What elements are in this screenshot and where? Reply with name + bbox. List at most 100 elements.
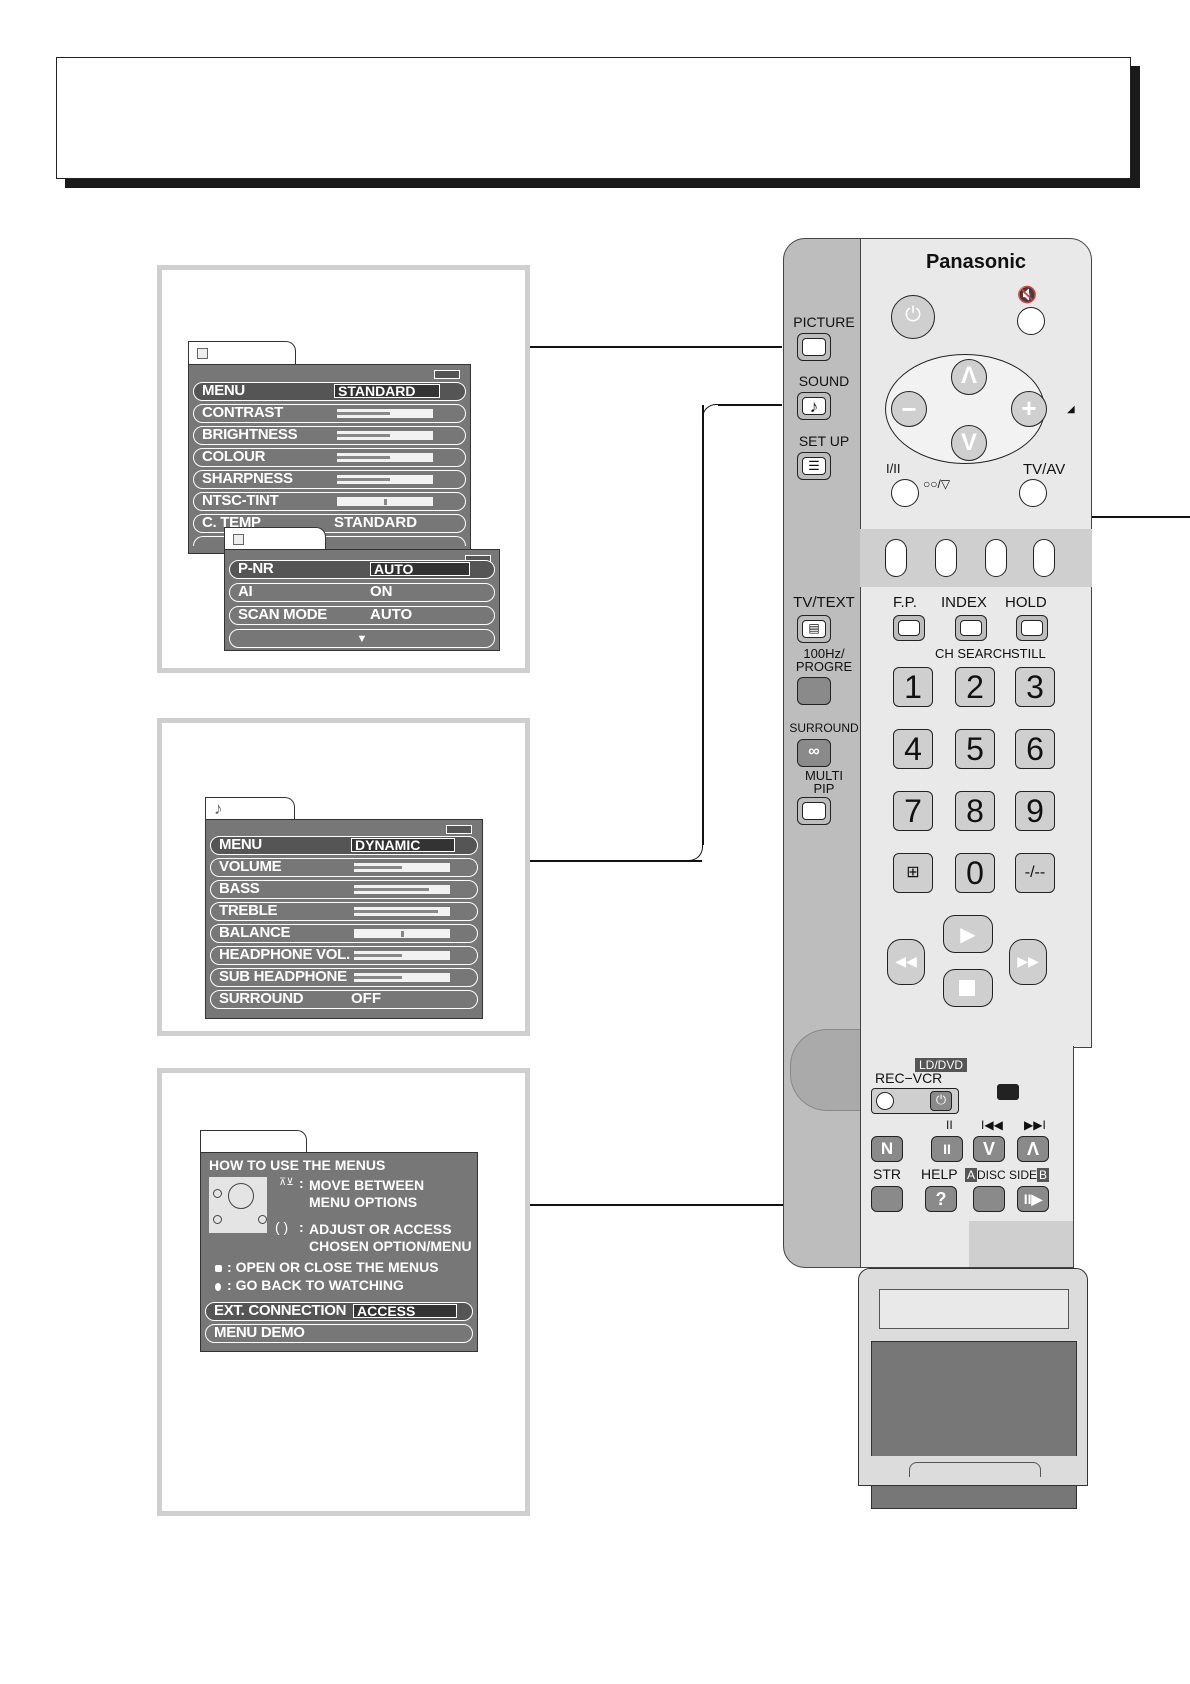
- sound-menu: MENU DYNAMIC VOLUME BASS TREBLE BALANCE …: [205, 819, 483, 1019]
- pause-button[interactable]: II: [931, 1136, 963, 1162]
- pip-icon: [802, 802, 826, 820]
- n-button[interactable]: N: [871, 1136, 903, 1162]
- slow-play-button[interactable]: II▶: [1017, 1186, 1049, 1212]
- sound-menu-row[interactable]: SUB HEADPHONE: [210, 968, 478, 987]
- tvav-button[interactable]: [1019, 479, 1047, 507]
- row-label: TREBLE: [219, 902, 278, 919]
- down-arrow-icon: V: [960, 429, 977, 456]
- yellow-button[interactable]: [985, 539, 1007, 577]
- help-button[interactable]: ?: [925, 1186, 957, 1212]
- hold-button[interactable]: [1016, 615, 1048, 641]
- sound-menu-row[interactable]: TREBLE: [210, 902, 478, 921]
- picture-submenu: P-NR AUTO AI ON SCAN MODE AUTO ▼: [224, 549, 500, 651]
- picture-button[interactable]: [797, 333, 831, 361]
- digit-5-button[interactable]: 5: [955, 729, 995, 769]
- level-bar[interactable]: [337, 431, 433, 440]
- picture-menu-row[interactable]: MENU STANDARD: [193, 382, 466, 401]
- level-bar[interactable]: [337, 453, 433, 462]
- submenu-more-row[interactable]: ▼: [229, 629, 495, 648]
- prev-track-button[interactable]: V: [973, 1136, 1005, 1162]
- level-bar[interactable]: [354, 929, 450, 938]
- rewind-button[interactable]: ◀◀: [887, 939, 925, 985]
- next-track-button[interactable]: Λ: [1017, 1136, 1049, 1162]
- ld-dvd-switch[interactable]: [997, 1084, 1019, 1100]
- disc-side-button[interactable]: [973, 1186, 1005, 1212]
- multi-pip-button[interactable]: [797, 797, 831, 825]
- stop-button[interactable]: [943, 969, 993, 1007]
- power-icon: ⏻: [905, 304, 921, 326]
- picture-menu-row[interactable]: BRIGHTNESS: [193, 426, 466, 445]
- sound-menu-row[interactable]: SURROUND OFF: [210, 990, 478, 1009]
- left-minus-button[interactable]: −: [891, 391, 927, 427]
- digit-4-button[interactable]: 4: [893, 729, 933, 769]
- digit-0-button[interactable]: 0: [955, 853, 995, 893]
- help-adjust-line2: CHOSEN OPTION/MENU: [309, 1238, 472, 1254]
- picture-menu-row[interactable]: CONTRAST: [193, 404, 466, 423]
- str-button[interactable]: [871, 1186, 903, 1212]
- submenu-row[interactable]: P-NR AUTO: [229, 560, 495, 579]
- digit-8-button[interactable]: 8: [955, 791, 995, 831]
- green-button[interactable]: [935, 539, 957, 577]
- help-menu-row[interactable]: MENU DEMO: [205, 1324, 473, 1343]
- still-label: STILL: [1011, 646, 1046, 661]
- level-bar[interactable]: [337, 497, 433, 506]
- multi-label: MULTI: [804, 768, 844, 783]
- tvtext-button[interactable]: ▤: [797, 615, 831, 643]
- picture-menu-row[interactable]: C. TEMP STANDARD: [193, 514, 466, 533]
- submenu-row[interactable]: SCAN MODE AUTO: [229, 606, 495, 625]
- fp-button[interactable]: [893, 615, 925, 641]
- sound-menu-row[interactable]: HEADPHONE VOL.: [210, 946, 478, 965]
- level-bar[interactable]: [354, 863, 450, 872]
- picture-menu-row[interactable]: NTSC-TINT: [193, 492, 466, 511]
- up-button[interactable]: Λ: [951, 359, 987, 395]
- right-plus-button[interactable]: +: [1011, 391, 1047, 427]
- fast-forward-icon: ▶▶: [1017, 953, 1039, 969]
- setup-button[interactable]: ☰: [797, 452, 831, 480]
- digit-7-button[interactable]: 7: [893, 791, 933, 831]
- record-button[interactable]: [876, 1092, 894, 1110]
- blue-button[interactable]: [1033, 539, 1055, 577]
- rec-vcr-label: REC−VCR: [875, 1070, 943, 1086]
- row-label: BALANCE: [219, 924, 291, 941]
- picture-menu-row[interactable]: SHARPNESS: [193, 470, 466, 489]
- row-label: SCAN MODE: [238, 606, 327, 623]
- dash-button[interactable]: -/--: [1015, 853, 1055, 893]
- digit-6-button[interactable]: 6: [1015, 729, 1055, 769]
- digit-3-button[interactable]: 3: [1015, 667, 1055, 707]
- level-bar[interactable]: [354, 973, 450, 982]
- rec-vcr-group: ⏻: [871, 1088, 959, 1114]
- digit-9-button[interactable]: 9: [1015, 791, 1055, 831]
- digit-1-button[interactable]: 1: [893, 667, 933, 707]
- vcr-power-button[interactable]: ⏻: [930, 1091, 952, 1111]
- channel-list-button[interactable]: ⊞: [893, 853, 933, 893]
- sound-menu-row[interactable]: MENU DYNAMIC: [210, 836, 478, 855]
- level-bar[interactable]: [354, 885, 450, 894]
- level-bar[interactable]: [354, 907, 450, 916]
- index-button[interactable]: [955, 615, 987, 641]
- power-button[interactable]: ⏻: [891, 295, 935, 339]
- submenu-row[interactable]: AI ON: [229, 583, 495, 602]
- sound-button[interactable]: ♪: [797, 392, 831, 420]
- mute-button[interactable]: [1017, 307, 1045, 335]
- sound-menu-row[interactable]: VOLUME: [210, 858, 478, 877]
- picture-menu-row[interactable]: COLOUR: [193, 448, 466, 467]
- red-button[interactable]: [885, 539, 907, 577]
- rewind-icon: ◀◀: [895, 953, 917, 969]
- row-label: VOLUME: [219, 858, 282, 875]
- help-open-close-text: OPEN OR CLOSE THE MENUS: [235, 1259, 439, 1275]
- sound-menu-row[interactable]: BASS: [210, 880, 478, 899]
- plus-box-icon: ⊞: [906, 864, 920, 881]
- level-bar[interactable]: [337, 409, 433, 418]
- down-button[interactable]: V: [951, 425, 987, 461]
- progre-button[interactable]: [797, 677, 831, 705]
- level-bar[interactable]: [337, 475, 433, 484]
- surround-button[interactable]: ∞: [797, 739, 831, 767]
- digit-2-button[interactable]: 2: [955, 667, 995, 707]
- play-button[interactable]: ▶: [943, 915, 993, 953]
- help-menu-row[interactable]: EXT. CONNECTION ACCESS: [205, 1302, 473, 1321]
- sound-menu-row[interactable]: BALANCE: [210, 924, 478, 943]
- stop-icon: [959, 980, 975, 996]
- dual-button[interactable]: [891, 479, 919, 507]
- level-bar[interactable]: [354, 951, 450, 960]
- fast-forward-button[interactable]: ▶▶: [1009, 939, 1047, 985]
